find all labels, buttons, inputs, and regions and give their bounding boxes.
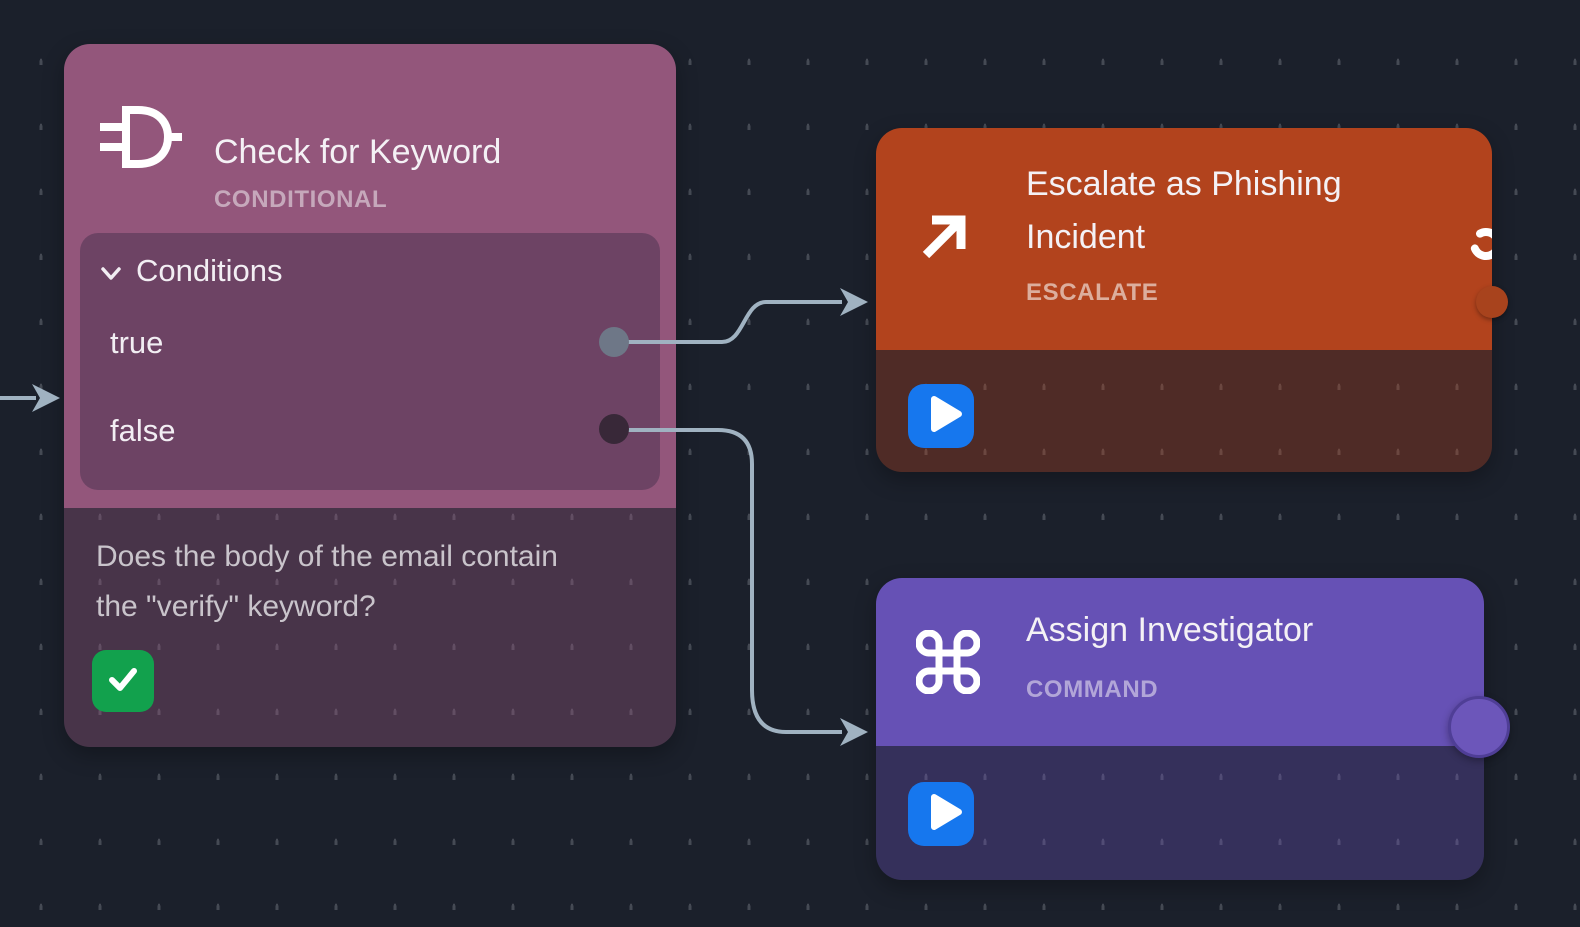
command-node-body xyxy=(876,746,1484,880)
node-type-label: ESCALATE xyxy=(1026,279,1159,306)
output-port-true[interactable] xyxy=(599,327,629,357)
escalate-node-body xyxy=(876,350,1492,472)
conditions-collapse-toggle[interactable]: Conditions xyxy=(100,253,282,289)
play-icon xyxy=(908,780,974,849)
node-title: Escalate as Phishing Incident xyxy=(1026,165,1342,256)
logic-gate-icon xyxy=(96,102,184,177)
node-title: Check for Keyword xyxy=(214,133,502,171)
node-title: Assign Investigator xyxy=(1026,611,1314,649)
run-node-button[interactable] xyxy=(908,384,974,448)
play-icon xyxy=(908,382,974,451)
arrowhead-false xyxy=(840,718,868,746)
output-label-true: true xyxy=(110,325,164,360)
node-type-label: COMMAND xyxy=(1026,676,1159,703)
clipped-status-icon xyxy=(1466,224,1492,269)
arrowhead-incoming xyxy=(32,384,60,412)
conditions-label: Conditions xyxy=(136,253,283,288)
chevron-down-icon xyxy=(100,253,122,289)
node-description: Does the body of the email contain the "… xyxy=(96,540,558,623)
conditional-node-body: Does the body of the email contain the "… xyxy=(64,508,676,747)
output-port-false[interactable] xyxy=(599,414,629,444)
arrow-up-right-icon xyxy=(914,208,972,271)
command-node-header: Assign Investigator COMMAND xyxy=(876,578,1484,746)
output-label-false: false xyxy=(110,413,176,448)
checkmark-icon xyxy=(104,660,142,703)
node-type-label: CONDITIONAL xyxy=(214,186,388,213)
node-check-for-keyword[interactable]: Does the body of the email contain the "… xyxy=(64,44,676,747)
node-assign-investigator[interactable]: Assign Investigator COMMAND xyxy=(876,578,1510,880)
success-check-button[interactable] xyxy=(92,650,154,712)
command-key-icon xyxy=(915,629,981,699)
escalate-node-header: Escalate as Phishing Incident ESCALATE xyxy=(876,128,1492,350)
conditions-panel: Conditions true false xyxy=(80,233,660,490)
escalate-output-port[interactable] xyxy=(1476,286,1508,318)
node-escalate-as-phishing-incident[interactable]: Escalate as Phishing Incident ESCALATE xyxy=(876,128,1508,472)
run-node-button[interactable] xyxy=(908,782,974,846)
command-output-port[interactable] xyxy=(1448,696,1510,758)
arrowhead-true xyxy=(840,288,868,316)
